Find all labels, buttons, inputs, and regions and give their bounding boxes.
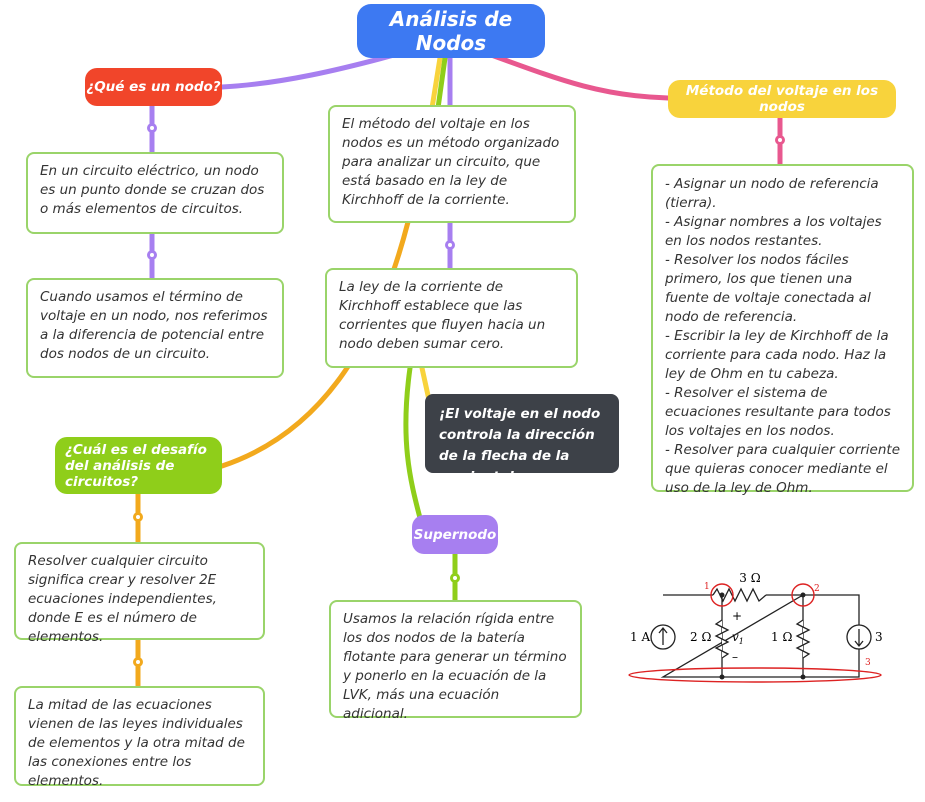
- label-1a: 1 A: [630, 630, 650, 644]
- step-6: - Resolver para cualquier corriente que …: [665, 442, 901, 496]
- note-ley-kirchhoff: La ley de la corriente de Kirchhoff esta…: [325, 268, 578, 368]
- connector-dot: [133, 657, 143, 667]
- central-topic[interactable]: Análisis de Nodos: [357, 4, 545, 58]
- label-plus: +: [732, 609, 742, 623]
- note-metodo-intro: El método del voltaje en los nodos es un…: [328, 105, 576, 223]
- connector-dot: [445, 240, 455, 250]
- topic-supernodo[interactable]: Supernodo: [412, 515, 498, 554]
- note-definicion-nodo: En un circuito eléctrico, un nodo es un …: [26, 152, 284, 234]
- step-2: - Asignar nombres a los voltajes en los …: [665, 214, 882, 249]
- connector-dot: [450, 573, 460, 583]
- note-supernodo: Usamos la relación rígida entre los dos …: [329, 600, 582, 722]
- connector-dot: [133, 512, 143, 522]
- connector-dot: [147, 123, 157, 133]
- note-ecuaciones-2e: Resolver cualquier circuito significa cr…: [14, 542, 265, 645]
- step-5: - Resolver el sistema de ecuaciones resu…: [665, 385, 891, 439]
- label-3a: 3 A: [875, 630, 884, 644]
- label-3-ohm: 3 Ω: [739, 571, 760, 585]
- label-2-ohm: 2 Ω: [690, 630, 711, 644]
- connector-dot: [775, 135, 785, 145]
- note-mitad-ecuaciones: La mitad de las ecuaciones vienen de las…: [14, 686, 265, 789]
- circuit-diagram: 3 Ω 1 A 2 Ω + v1 – 1 Ω 3 A 1 2 3: [628, 571, 884, 683]
- topic-desafio[interactable]: ¿Cuál es el desafío del análisis de circ…: [55, 437, 222, 494]
- step-4: - Escribir la ley de Kirchhoff de la cor…: [665, 328, 889, 382]
- topic-que-es-un-nodo[interactable]: ¿Qué es un nodo?: [85, 68, 222, 106]
- note-voltaje-nodo: Cuando usamos el término de voltaje en u…: [26, 278, 284, 378]
- label-1-ohm: 1 Ω: [771, 630, 792, 644]
- node-label-3: 3: [865, 658, 871, 668]
- node-label-2: 2: [814, 584, 820, 594]
- connector-dot: [147, 250, 157, 260]
- label-minus: –: [732, 650, 738, 664]
- step-3: - Resolver los nodos fáciles primero, lo…: [665, 252, 871, 325]
- note-pasos-metodo: - Asignar un nodo de referencia (tierra)…: [651, 164, 914, 496]
- node-label-1: 1: [704, 582, 710, 592]
- topic-metodo-voltaje[interactable]: Método del voltaje en los nodos: [668, 80, 896, 118]
- step-1: - Asignar un nodo de referencia (tierra)…: [665, 176, 879, 211]
- callout-voltaje-nodo: ¡El voltaje en el nodo controla la direc…: [425, 394, 619, 485]
- label-v1: v1: [732, 630, 744, 646]
